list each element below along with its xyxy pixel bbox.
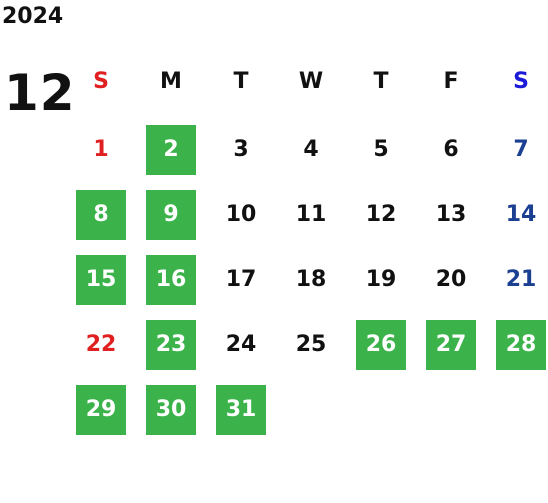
day-number: 11 (295, 202, 327, 227)
day-cell: 1 (66, 120, 136, 185)
day-number: 10 (225, 202, 257, 227)
highlighted-day-cell: 2 (136, 120, 206, 185)
day-number: 20 (435, 267, 467, 292)
day-cell: 6 (416, 120, 486, 185)
day-number: 16 (146, 255, 196, 305)
day-cell: 18 (276, 250, 346, 315)
day-number: 9 (146, 190, 196, 240)
highlighted-day-cell: 29 (66, 380, 136, 445)
day-cell: 13 (416, 185, 486, 250)
day-cell: 12 (346, 185, 416, 250)
highlighted-day-cell: 8 (66, 185, 136, 250)
day-cell: 20 (416, 250, 486, 315)
day-cell: 4 (276, 120, 346, 185)
highlighted-day-cell: 9 (136, 185, 206, 250)
highlighted-day-cell: 28 (486, 315, 548, 380)
weekday-tuesday: T (233, 69, 249, 94)
day-number: 22 (85, 332, 117, 357)
day-number: 4 (303, 137, 319, 162)
day-number: 17 (225, 267, 257, 292)
day-number: 27 (426, 320, 476, 370)
day-number: 2 (146, 125, 196, 175)
weekday-monday: M (160, 69, 182, 94)
day-number: 21 (505, 267, 537, 292)
highlighted-day-cell: 23 (136, 315, 206, 380)
highlighted-day-cell: 15 (66, 250, 136, 315)
day-number: 25 (295, 332, 327, 357)
day-number: 19 (365, 267, 397, 292)
weekday-wednesday: W (298, 69, 324, 94)
day-number: 7 (513, 137, 529, 162)
day-number: 12 (365, 202, 397, 227)
highlighted-day-cell: 27 (416, 315, 486, 380)
day-cell: 7 (486, 120, 548, 185)
day-cell: 14 (486, 185, 548, 250)
day-number: 1 (93, 137, 109, 162)
day-number: 23 (146, 320, 196, 370)
day-cell: 21 (486, 250, 548, 315)
day-number: 31 (216, 385, 266, 435)
day-cell: 24 (206, 315, 276, 380)
highlighted-day-cell: 26 (346, 315, 416, 380)
day-number: 3 (233, 137, 249, 162)
day-cell: 19 (346, 250, 416, 315)
highlighted-day-cell: 30 (136, 380, 206, 445)
weekday-friday: F (443, 69, 459, 94)
day-number: 8 (76, 190, 126, 240)
weekday-header: S M T W T F S (66, 65, 548, 99)
calendar-month: 12 (4, 64, 76, 122)
day-number: 30 (146, 385, 196, 435)
weekday-thursday: T (373, 69, 389, 94)
day-cell: 25 (276, 315, 346, 380)
day-cell: 5 (346, 120, 416, 185)
day-number: 13 (435, 202, 467, 227)
day-cell: 10 (206, 185, 276, 250)
highlighted-day-cell: 16 (136, 250, 206, 315)
weekday-saturday: S (513, 69, 529, 94)
day-number: 28 (496, 320, 546, 370)
highlighted-day-cell: 31 (206, 380, 276, 445)
day-number: 6 (443, 137, 459, 162)
day-cell: 22 (66, 315, 136, 380)
day-number: 14 (505, 202, 537, 227)
day-cell: 3 (206, 120, 276, 185)
day-cell: 17 (206, 250, 276, 315)
weekday-sunday: S (93, 69, 109, 94)
day-number: 24 (225, 332, 257, 357)
day-number: 26 (356, 320, 406, 370)
day-number: 18 (295, 267, 327, 292)
calendar-year: 2024 (2, 4, 64, 29)
day-number: 29 (76, 385, 126, 435)
day-number: 15 (76, 255, 126, 305)
day-number: 5 (373, 137, 389, 162)
day-cell: 11 (276, 185, 346, 250)
